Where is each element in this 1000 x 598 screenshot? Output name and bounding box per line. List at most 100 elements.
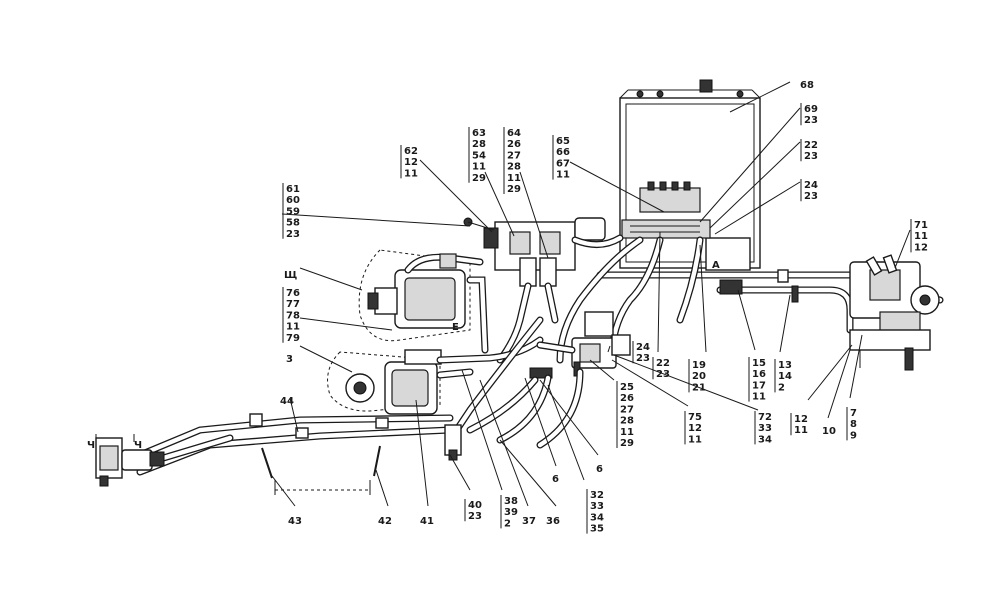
callout-number: 66 bbox=[556, 147, 570, 158]
leader-lines bbox=[271, 81, 911, 507]
callout-number: 16 bbox=[752, 369, 766, 380]
callout-c42: 42 bbox=[378, 516, 392, 527]
callout-number: 12 bbox=[914, 242, 928, 253]
callout-number: 23 bbox=[804, 115, 818, 126]
callout-number: 26 bbox=[620, 393, 634, 404]
callout-number: 32 bbox=[590, 490, 604, 501]
callout-number: 24 bbox=[804, 180, 818, 191]
callout-cSch: Щ bbox=[284, 270, 297, 281]
callout-number: 6 bbox=[552, 474, 559, 485]
callout-c6b: 6 bbox=[596, 464, 603, 475]
right-valve-assembly bbox=[849, 254, 940, 371]
callout-number: 61 bbox=[286, 184, 300, 195]
callout-number: 26 bbox=[507, 139, 521, 150]
callout-number: 41 bbox=[420, 516, 434, 527]
callout-number: 11 bbox=[794, 425, 808, 436]
callout-number: 71 bbox=[914, 220, 928, 231]
callout-c44: 44 bbox=[280, 396, 294, 407]
callout-number: 21 bbox=[692, 382, 706, 393]
callout-number: 13 bbox=[778, 360, 792, 371]
callout-number: 43 bbox=[288, 516, 302, 527]
callout-number: 68 bbox=[800, 80, 814, 91]
callout-number: 2 bbox=[778, 382, 785, 393]
callout-number: 72 bbox=[758, 412, 772, 423]
callout-number: 25 bbox=[620, 382, 634, 393]
callout-number: 63 bbox=[472, 128, 486, 139]
callout-number: 7 bbox=[850, 408, 857, 419]
callout-number: 6 bbox=[596, 464, 603, 475]
callout-c43: 43 bbox=[288, 516, 302, 527]
callout-number: 23 bbox=[804, 191, 818, 202]
callout-number: 11 bbox=[472, 162, 486, 173]
callout-number: 11 bbox=[914, 231, 928, 242]
callout-cCh2: Ч bbox=[134, 440, 142, 451]
callout-number: 33 bbox=[590, 501, 604, 512]
callout-number: 75 bbox=[688, 412, 702, 423]
callout-number: 24 bbox=[636, 342, 650, 353]
callout-number: 29 bbox=[472, 173, 486, 184]
callout-number: 11 bbox=[752, 392, 766, 403]
callout-number: 11 bbox=[556, 170, 570, 181]
callout-number: 3 bbox=[286, 354, 293, 365]
middle-distributor bbox=[529, 311, 631, 379]
callout-number: 20 bbox=[692, 371, 706, 382]
callout-number: 76 bbox=[286, 288, 300, 299]
callout-c10: 10 bbox=[822, 426, 836, 437]
callout-number: 67 bbox=[556, 158, 570, 169]
callout-number: 9 bbox=[850, 430, 857, 441]
lower-frame-rail bbox=[136, 413, 462, 495]
lower-curved-hoses bbox=[446, 316, 584, 449]
pipe-clamps bbox=[719, 269, 799, 303]
callout-number: 11 bbox=[404, 168, 418, 179]
callout-labels: 6869232223242365666711642627281129632854… bbox=[87, 80, 928, 535]
callout-number: 37 bbox=[522, 516, 536, 527]
callout-number: 39 bbox=[504, 507, 518, 518]
callout-number: 44 bbox=[280, 396, 294, 407]
callout-number: 62 bbox=[404, 146, 418, 157]
callout-c7: 789 bbox=[846, 407, 857, 441]
callout-number: 12 bbox=[688, 423, 702, 434]
callout-number: 36 bbox=[546, 516, 560, 527]
callout-cA: А bbox=[712, 260, 720, 271]
callout-number: 11 bbox=[286, 322, 300, 333]
callout-number: 64 bbox=[507, 128, 521, 139]
callout-number: 28 bbox=[620, 416, 634, 427]
callout-number: 79 bbox=[286, 333, 300, 344]
callout-number: Щ bbox=[284, 270, 297, 281]
callout-number: 8 bbox=[850, 419, 857, 430]
callout-number: 11 bbox=[688, 434, 702, 445]
callout-number: 69 bbox=[804, 104, 818, 115]
callout-number: 23 bbox=[656, 369, 670, 380]
left-end-fitting bbox=[95, 434, 165, 487]
callout-c3: 3 bbox=[286, 354, 293, 365]
callout-number: 27 bbox=[620, 404, 634, 415]
callout-cE: Е bbox=[452, 322, 459, 333]
callout-number: 33 bbox=[758, 423, 772, 434]
callout-number: 12 bbox=[404, 157, 418, 168]
callout-number: Ч bbox=[134, 440, 142, 451]
callout-number: 34 bbox=[590, 512, 604, 523]
callout-number: 12 bbox=[794, 414, 808, 425]
callout-number: 78 bbox=[286, 310, 300, 321]
callout-number: 2 bbox=[504, 518, 511, 529]
callout-number: 23 bbox=[286, 229, 300, 240]
callout-number: 27 bbox=[507, 150, 521, 161]
callout-number: 23 bbox=[468, 511, 482, 522]
callout-c37: 37 bbox=[522, 516, 536, 527]
callout-number: 29 bbox=[620, 438, 634, 449]
